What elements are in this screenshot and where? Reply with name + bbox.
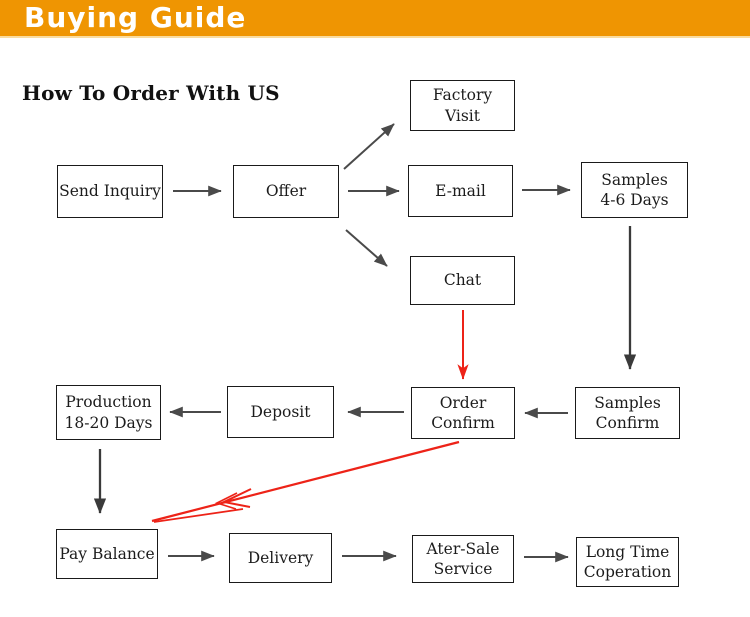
node-after-sale: Ater-Sale Service [412, 535, 514, 583]
node-production: Production 18-20 Days [56, 385, 161, 440]
node-samples-days: Samples 4-6 Days [581, 162, 688, 218]
node-offer: Offer [233, 165, 339, 218]
node-send-inquiry: Send Inquiry [57, 165, 163, 218]
node-delivery: Delivery [229, 533, 332, 583]
top-banner: Buying Guide [0, 0, 750, 38]
node-long-time: Long Time Coperation [576, 537, 679, 587]
arrow-order-confirm-to-pay-balance [151, 440, 460, 523]
arrow-offer-to-chat [345, 229, 388, 267]
node-pay-balance: Pay Balance [56, 529, 158, 579]
section-heading: How To Order With US [22, 81, 280, 105]
page-title: Buying Guide [24, 1, 247, 34]
node-deposit: Deposit [227, 386, 334, 438]
node-chat: Chat [410, 256, 515, 305]
node-email: E-mail [408, 165, 513, 217]
node-factory-visit: Factory Visit [410, 80, 515, 131]
node-samples-confirm: Samples Confirm [575, 387, 680, 439]
node-order-confirm: Order Confirm [411, 387, 515, 439]
arrow-offer-to-factory-visit [343, 123, 395, 170]
